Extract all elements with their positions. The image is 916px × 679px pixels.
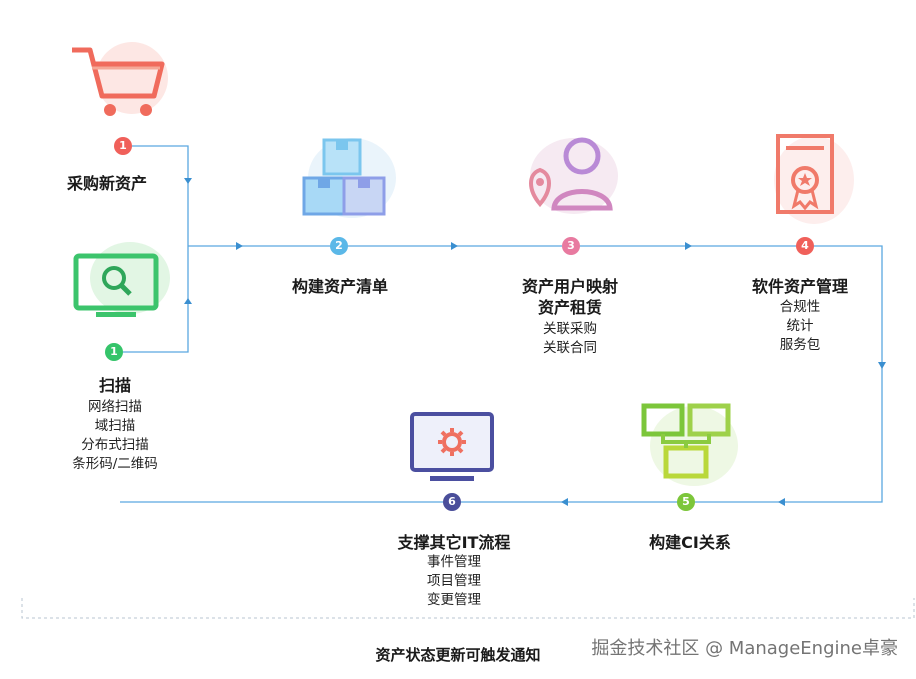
footer-note: 资产状态更新可触发通知 xyxy=(375,646,541,664)
mapping-title-line1: 资产用户映射 xyxy=(521,277,618,296)
shopping-cart-icon xyxy=(72,42,168,116)
support-item-3: 变更管理 xyxy=(427,592,481,608)
software-item-1: 合规性 xyxy=(779,299,821,315)
scan-item-1: 网络扫描 xyxy=(88,399,142,415)
software-item-2: 统计 xyxy=(786,318,814,334)
support-item-2: 项目管理 xyxy=(427,573,481,589)
arrow-down-2 xyxy=(878,362,886,369)
inventory-title: 构建资产清单 xyxy=(291,277,388,296)
scan-item-3: 分布式扫描 xyxy=(81,437,149,453)
arrow-left-2 xyxy=(561,498,568,506)
scan-item-2: 域扫描 xyxy=(94,418,136,434)
arrow-right-1 xyxy=(236,242,243,250)
network-monitors-icon xyxy=(641,403,738,486)
scan-title: 扫描 xyxy=(98,376,131,395)
boxes-icon xyxy=(302,138,396,218)
monitor-gear-icon xyxy=(410,412,494,481)
arrow-down-1 xyxy=(184,178,192,184)
mapping-title-line2: 资产租赁 xyxy=(537,298,602,317)
software-item-3: 服务包 xyxy=(779,337,821,353)
badge-support: 6 xyxy=(443,493,461,511)
badge-mapping: 3 xyxy=(562,237,580,255)
arrow-right-2 xyxy=(451,242,458,250)
arrow-up-1 xyxy=(184,298,192,304)
certificate-icon xyxy=(774,134,854,224)
support-title: 支撑其它IT流程 xyxy=(397,533,511,552)
mapping-item-1: 关联采购 xyxy=(543,321,597,337)
support-item-1: 事件管理 xyxy=(427,554,481,570)
monitor-search-icon xyxy=(73,242,170,317)
badge-scan: 1 xyxy=(105,343,123,361)
ci-title: 构建CI关系 xyxy=(649,533,731,552)
arrow-right-3 xyxy=(685,242,692,250)
scan-item-4: 条形码/二维码 xyxy=(72,456,158,472)
badge-ci: 5 xyxy=(677,493,695,511)
badge-purchase: 1 xyxy=(114,137,132,155)
watermark: 掘金技术社区 @ ManageEngine卓豪 xyxy=(591,638,898,659)
software-title: 软件资产管理 xyxy=(751,277,848,296)
purchase-title: 采购新资产 xyxy=(66,174,147,193)
arrow-left-1 xyxy=(778,498,785,506)
mapping-item-2: 关联合同 xyxy=(543,340,597,356)
badge-software: 4 xyxy=(796,237,814,255)
user-location-icon xyxy=(529,137,618,214)
badge-inventory: 2 xyxy=(330,237,348,255)
